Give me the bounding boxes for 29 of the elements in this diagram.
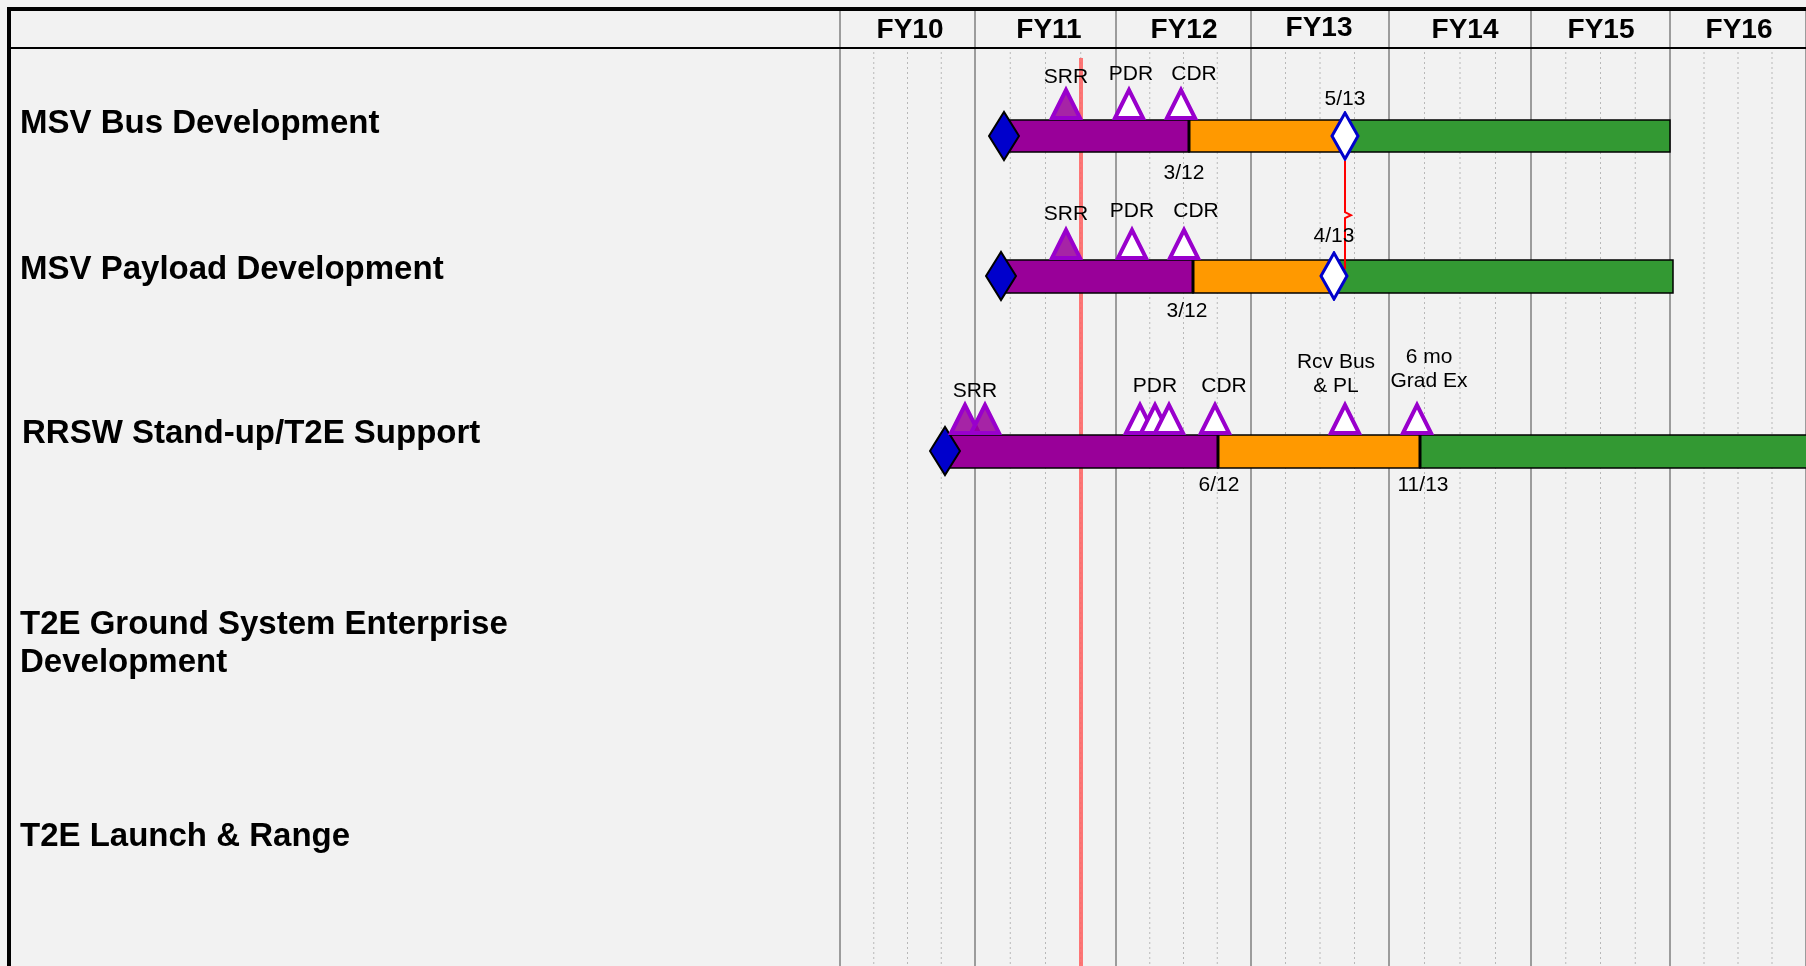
milestone-label: PDR <box>1108 60 1154 86</box>
fiscal-year-header: FY14 <box>1431 12 1499 46</box>
milestone-label: PDR <box>1109 197 1155 223</box>
milestone-label: CDR <box>1201 372 1247 398</box>
fiscal-year-header: FY11 <box>1016 12 1082 46</box>
milestone-label: 6 mo Grad Ex <box>1389 343 1469 393</box>
milestone-label: Rcv Bus & PL <box>1295 348 1377 398</box>
milestone-label: CDR <box>1171 60 1217 86</box>
milestone-label: SRR <box>1043 63 1089 89</box>
milestone-date: 3/12 <box>1163 159 1205 185</box>
fiscal-year-header: FY12 <box>1150 12 1218 46</box>
task-name: RRSW Stand-up/T2E Support <box>22 413 481 451</box>
fiscal-year-header: FY16 <box>1705 12 1773 46</box>
milestone-date: 11/13 <box>1397 471 1449 497</box>
dependency-line <box>1344 160 1354 271</box>
fiscal-year-header: FY10 <box>876 12 944 46</box>
milestone-label: PDR <box>1132 372 1178 398</box>
task-name: MSV Payload Development <box>20 249 444 287</box>
milestone-label: SRR <box>1043 200 1089 226</box>
task-name: T2E Ground System Enterprise Development <box>20 604 509 680</box>
fiscal-year-header: FY15 <box>1567 12 1635 46</box>
milestone-label: CDR <box>1173 197 1219 223</box>
milestone-date: 5/13 <box>1324 85 1366 111</box>
fiscal-year-header: FY13 <box>1285 10 1353 44</box>
milestone-date: 3/12 <box>1166 297 1208 323</box>
milestone-label: SRR <box>952 377 998 403</box>
task-name: MSV Bus Development <box>20 103 380 141</box>
milestone-date: 6/12 <box>1198 471 1240 497</box>
task-name: T2E Launch & Range <box>20 816 351 854</box>
